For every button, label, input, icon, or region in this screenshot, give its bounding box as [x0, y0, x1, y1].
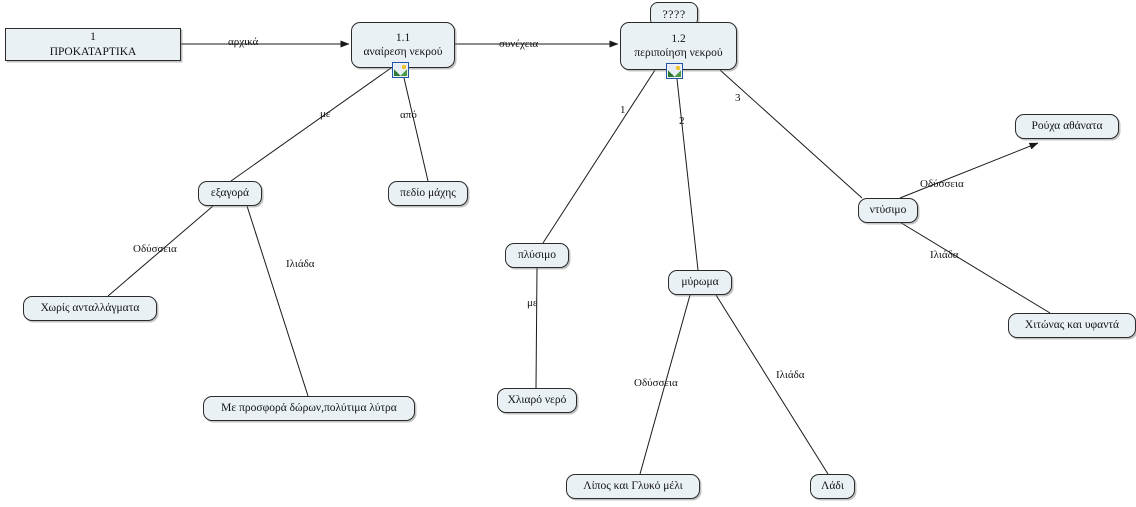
edge-1-1-to-eksagora-label: με [320, 108, 331, 120]
node-myroma-line1: μύρωμα [681, 276, 719, 289]
node-pedio-machis[interactable]: πεδίο μάχης [388, 181, 468, 206]
node-roucha-athanata[interactable]: Ρούχα αθάνατα [1015, 114, 1119, 139]
node-pedio-machis-line1: πεδίο μάχης [400, 187, 456, 200]
node-chliaro-nero[interactable]: Χλιαρό νερό [497, 388, 577, 413]
node-plysimo[interactable]: πλύσιμο [505, 243, 569, 268]
image-icon-1-1[interactable] [392, 62, 409, 78]
node-eksagora[interactable]: εξαγορά [198, 181, 262, 206]
edge-eksagora-to-dora-label: Ιλιάδα [286, 258, 315, 270]
node-ntysimo-line1: ντύσιμο [869, 204, 907, 217]
edge-eksagora-to-dora [246, 205, 309, 397]
icon-sun [402, 65, 406, 69]
edge-1-1-to-1-2-label: συνέχεια [499, 38, 539, 50]
node-peripoiisi-nekrou-line1: 1.2 [671, 32, 686, 45]
node-anairesi-nekrou[interactable]: 1.1 αναίρεση νεκρού [351, 22, 455, 68]
image-icon-1-2[interactable] [666, 63, 683, 79]
edge-1-1-to-eksagora [230, 67, 392, 182]
edge-myroma-to-lipos-label: Οδύσσεια [634, 377, 678, 389]
node-myroma[interactable]: μύρωμα [668, 270, 732, 295]
node-me-prosfora-doron-line1: Με προσφορά δώρων,πολύτιμα λύτρα [221, 402, 397, 415]
node-peripoiisi-nekrou-line2: περιποίηση νεκρού [634, 47, 723, 59]
node-me-prosfora-doron[interactable]: Με προσφορά δώρων,πολύτιμα λύτρα [203, 396, 415, 421]
edge-1-2-to-myroma [676, 78, 699, 271]
node-chitonas-kai-yfanta-line1: Χιτώνας και υφαντά [1024, 319, 1120, 332]
edge-plysimo-to-chliaro [535, 267, 538, 389]
edge-1-2-to-ntysimo [719, 69, 863, 199]
node-question-marks-line1: ???? [662, 7, 686, 21]
edge-eksagora-to-choris-label: Οδύσσεια [133, 243, 177, 255]
edge-1-2-to-ntysimo-label: 3 [735, 92, 741, 104]
node-choris-antallagmata[interactable]: Χωρίς ανταλλάγματα [23, 296, 157, 321]
node-ladi[interactable]: Λάδι [810, 474, 855, 499]
edge-prokatartika-to-1-1-label: αρχικά [228, 36, 259, 48]
node-lipos-kai-glyko-meli[interactable]: Λίπος και Γλυκό μέλι [566, 474, 700, 499]
node-prokatartika-line2: ΠΡΟΚΑΤΑΡΤΙΚΑ [49, 45, 137, 58]
edge-1-1-to-pedio-machis-label: από [400, 109, 417, 121]
node-chitonas-kai-yfanta[interactable]: Χιτώνας και υφαντά [1008, 313, 1136, 338]
node-choris-antallagmata-line1: Χωρίς ανταλλάγματα [40, 302, 140, 315]
edge-1-2-to-plysimo-label: 1 [620, 104, 626, 116]
edge-ntysimo-to-chitonas-label: Ιλιάδα [930, 249, 959, 261]
node-roucha-athanata-line1: Ρούχα αθάνατα [1031, 120, 1103, 133]
node-prokatartika-line1: 1 [90, 31, 96, 44]
icon-hill [668, 70, 681, 77]
edge-myroma-to-ladi [715, 294, 829, 475]
edge-ntysimo-to-chitonas [897, 220, 1051, 314]
node-plysimo-line1: πλύσιμο [517, 249, 557, 262]
edge-ntysimo-to-roucha-label: Οδύσσεια [920, 178, 964, 190]
edge-myroma-to-ladi-label: Ιλιάδα [776, 369, 805, 381]
edge-1-2-to-plysimo [542, 69, 656, 244]
icon-hill [394, 69, 407, 76]
edge-1-1-to-pedio-machis [403, 77, 429, 182]
node-anairesi-nekrou-line1: 1.1 [395, 31, 411, 44]
node-chliaro-nero-line1: Χλιαρό νερό [507, 394, 567, 407]
node-ntysimo[interactable]: ντύσιμο [858, 198, 918, 223]
node-ladi-line1: Λάδι [821, 480, 844, 493]
node-eksagora-line1: εξαγορά [210, 187, 250, 200]
edge-1-2-to-myroma-label: 2 [679, 115, 685, 127]
node-anairesi-nekrou-line2: αναίρεση νεκρού [363, 46, 443, 58]
icon-sun [676, 66, 680, 70]
edge-plysimo-to-chliaro-label: με [527, 297, 538, 309]
node-lipos-kai-glyko-meli-line1: Λίπος και Γλυκό μέλι [583, 480, 683, 493]
